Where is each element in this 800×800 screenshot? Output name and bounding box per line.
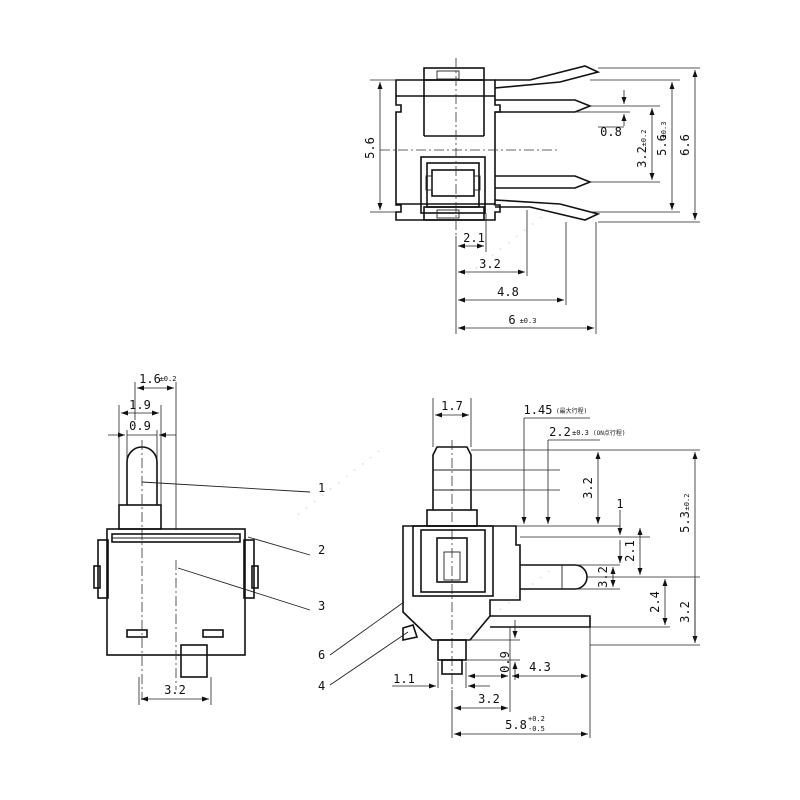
front-dim-0-9: 0.9 bbox=[129, 419, 151, 433]
side-dim-5-8-tol-dn: -0.5 bbox=[528, 725, 545, 733]
front-dim-3-2: 3.2 bbox=[164, 683, 186, 697]
side-view-leaders bbox=[329, 601, 409, 686]
side-view-body bbox=[402, 440, 591, 690]
watermark: · · · · · · · · · · · · · · · · · · · · … bbox=[291, 209, 557, 643]
top-dim-6-tol: ±0.3 bbox=[520, 317, 537, 325]
front-view-leaders bbox=[141, 481, 311, 611]
top-view-dimension-lines bbox=[377, 70, 698, 331]
top-dim-3-2-horiz: 3.2 bbox=[479, 257, 501, 271]
side-dim-3-2-vert: 3.2 bbox=[581, 477, 595, 499]
side-dim-5-8: 5.8 bbox=[505, 718, 527, 732]
side-dim-3-2-mid: 3.2 bbox=[596, 566, 610, 588]
top-dim-4-8: 4.8 bbox=[497, 285, 519, 299]
side-view: 1.7 1.45 (最大行程) 2.2 ±0.3 (ON点行程) 3.2 5.3… bbox=[318, 398, 700, 738]
callout-6: 6 bbox=[318, 648, 325, 662]
side-dim-1-45: 1.45 bbox=[524, 403, 553, 417]
top-view-body bbox=[380, 58, 560, 236]
front-dim-1-9: 1.9 bbox=[129, 398, 151, 412]
side-dim-1-1: 1.1 bbox=[393, 672, 415, 686]
top-view-extension-lines bbox=[370, 67, 700, 334]
svg-text:· · · · · · · · · · ·: · · · · · · · · · · · bbox=[461, 562, 557, 643]
side-dim-5-8-tol-up: +0.2 bbox=[528, 715, 545, 723]
svg-text:· · · · · · · · · · ·: · · · · · · · · · · · bbox=[291, 442, 387, 523]
top-dim-3-2-vert-tol: ±0.2 bbox=[640, 130, 648, 147]
side-dim-4-3: 4.3 bbox=[529, 660, 551, 674]
top-dim-5-6-right: 5.6 bbox=[655, 134, 669, 156]
callout-2: 2 bbox=[318, 543, 325, 557]
top-dim-0-8: 0.8 bbox=[600, 125, 622, 139]
front-dim-1-6: 1.6 bbox=[139, 372, 161, 386]
side-dim-1-45-note: (最大行程) bbox=[556, 407, 587, 415]
top-view-terminals bbox=[494, 65, 601, 221]
top-view: 5.6 6.6 5.6 ±0.3 3.2 ±0.2 0.8 2.1 3.2 4.… bbox=[363, 58, 700, 334]
callout-3: 3 bbox=[318, 599, 325, 613]
callout-1: 1 bbox=[318, 481, 325, 495]
front-view-body bbox=[93, 440, 259, 700]
side-dim-1: 1 bbox=[616, 497, 623, 511]
side-dim-2-4: 2.4 bbox=[648, 591, 662, 613]
top-dim-6: 6 bbox=[508, 313, 515, 327]
front-dim-1-6-tol: ±0.2 bbox=[160, 375, 177, 383]
front-view-dimension-lines bbox=[108, 382, 212, 705]
top-dim-6-6: 6.6 bbox=[678, 134, 692, 156]
side-dim-2-1: 2.1 bbox=[623, 540, 637, 562]
front-view: 1.6 ±0.2 1.9 0.9 3.2 1 2 3 bbox=[93, 372, 325, 705]
side-dim-1-7: 1.7 bbox=[441, 399, 463, 413]
side-dim-3-2-bottom: 3.2 bbox=[478, 692, 500, 706]
side-dim-5-3: 5.3 bbox=[678, 511, 692, 533]
side-dim-2-2-tol: ±0.3 bbox=[572, 429, 589, 437]
side-dim-0-9: 0.9 bbox=[498, 651, 512, 673]
top-dim-5-6-right-tol: ±0.3 bbox=[660, 122, 668, 139]
top-dim-2-1: 2.1 bbox=[463, 231, 485, 245]
side-dim-3-2-right: 3.2 bbox=[678, 601, 692, 623]
side-view-extension-lines bbox=[432, 398, 700, 738]
top-dim-5-6-left: 5.6 bbox=[363, 137, 377, 159]
side-dim-2-2: 2.2 bbox=[549, 425, 571, 439]
side-dim-2-2-note: (ON点行程) bbox=[593, 429, 625, 437]
top-dim-3-2-vert: 3.2 bbox=[635, 146, 649, 168]
side-view-dimension-lines bbox=[392, 412, 698, 737]
callout-4: 4 bbox=[318, 679, 325, 693]
side-dim-5-3-tol: ±0.2 bbox=[683, 494, 691, 511]
